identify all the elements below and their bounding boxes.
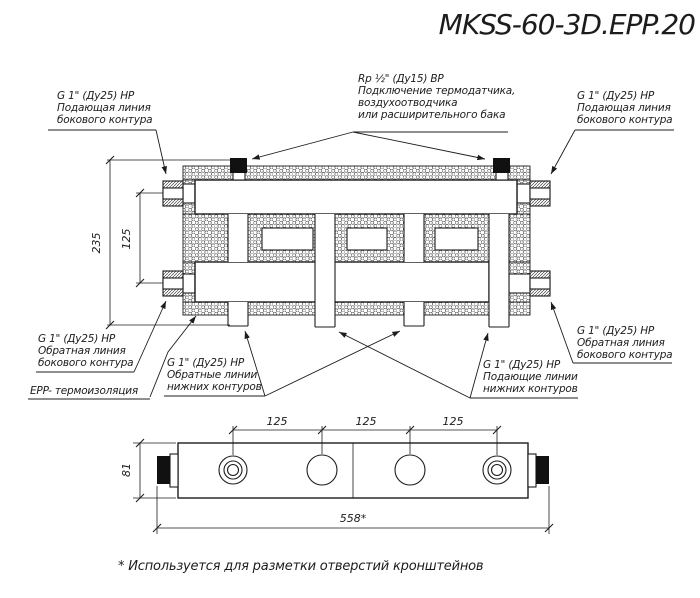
callout-leader: [338, 331, 471, 399]
plug-notch-left: [232, 171, 246, 181]
port-circle-4: [482, 455, 512, 485]
nipple-upper-right: [529, 180, 551, 207]
callout-sensor-port: Rp ½" (Ду15) ВР Подключение термодатчика…: [251, 73, 515, 161]
callout-text: воздухоотводчика: [358, 97, 457, 109]
callout-text: G 1" (Ду25) НР: [38, 333, 116, 345]
port-circle-2: [306, 454, 338, 486]
callout-text: Подключение термодатчика,: [358, 85, 515, 97]
callout-text: Подающая линия: [57, 102, 151, 114]
dim-port-spacing-3: 125: [443, 415, 464, 428]
step-upper-left: [182, 183, 196, 204]
callout-leader: [133, 300, 167, 373]
end-cap-right: [536, 456, 549, 484]
callout-leader: [264, 330, 401, 397]
channel-right: [403, 214, 425, 262]
bottom-pipe-2: [488, 214, 510, 328]
callout-leader: [550, 301, 574, 364]
callout-text: Обратная линия: [38, 345, 126, 357]
callout-text: G 1" (Ду25) НР: [167, 357, 245, 369]
step-lower-left: [182, 273, 196, 294]
callout-text: G 1" (Ду25) НР: [577, 325, 655, 337]
callout-text: бокового контура: [38, 357, 133, 369]
dim-port-spacing-2: 125: [356, 415, 377, 428]
callout-leader: [155, 129, 167, 175]
dim-overall-length: 558*: [340, 512, 367, 525]
callout-leader: [149, 315, 197, 398]
channel-left: [227, 214, 249, 262]
bottom-stub-1: [227, 302, 249, 327]
step-lower-right: [508, 273, 531, 294]
callout-lower-supply: G 1" (Ду25) НР Подающие линии нижних кон…: [338, 331, 578, 399]
callout-text: G 1" (Ду25) НР: [57, 90, 135, 102]
callout-leader: [251, 131, 354, 160]
callout-side-supply-left: G 1" (Ду25) НР Подающая линия бокового к…: [48, 90, 167, 175]
end-step-left: [169, 453, 179, 488]
callout-text: бокового контура: [577, 114, 672, 126]
nipple-lower-left: [162, 270, 184, 297]
dim-side-port-spacing: 125: [120, 229, 133, 250]
insulation-window-2: [346, 227, 388, 251]
callout-text: нижних контуров: [483, 383, 578, 395]
callout-text: EPP- термоизоляция: [30, 385, 138, 397]
callout-leader: [550, 129, 576, 175]
callout-side-return-left: G 1" (Ду25) НР Обратная линия бокового к…: [36, 300, 167, 373]
callout-text: или расширительного бака: [358, 109, 505, 121]
sensor-plug-right: [493, 158, 510, 173]
callout-text: нижних контуров: [167, 381, 262, 393]
callout-text: Rp ½" (Ду15) ВР: [358, 73, 444, 85]
bottom-view-dimensions: 125 125 125 81 558*: [120, 415, 554, 534]
callout-text: бокового контура: [577, 349, 672, 361]
bottom-view: [157, 442, 549, 499]
callout-lower-return: G 1" (Ду25) НР Обратные линии нижних кон…: [164, 330, 401, 397]
plug-notch-right: [495, 171, 509, 181]
dim-body-height: 81: [120, 463, 133, 477]
front-view-dimensions: 235 125: [90, 155, 230, 330]
drawing-title: MKSS-60-3D.EPP.20: [439, 8, 696, 41]
dim-overall-height: 235: [90, 233, 103, 254]
callout-side-supply-right: G 1" (Ду25) НР Подающая линия бокового к…: [550, 90, 674, 175]
callout-text: Подающие линии: [483, 371, 578, 383]
sensor-plug-left: [230, 158, 247, 173]
callout-text: G 1" (Ду25) НР: [483, 359, 561, 371]
upper-barrel: [194, 179, 518, 215]
footnote: * Используется для разметки отверстий кр…: [118, 559, 483, 574]
port-circle-3: [394, 454, 426, 486]
lower-barrel: [194, 261, 490, 303]
callout-text: Подающая линия: [577, 102, 671, 114]
callout-leader: [352, 131, 486, 161]
callout-leader: [244, 330, 266, 397]
bottom-stub-2: [403, 302, 425, 327]
callout-text: бокового контура: [57, 114, 152, 126]
insulation-window-3: [434, 227, 479, 251]
nipple-lower-right: [529, 270, 551, 297]
end-cap-left: [157, 456, 170, 484]
dim-port-spacing-1: 125: [267, 415, 288, 428]
callout-side-return-right: G 1" (Ду25) НР Обратная линия бокового к…: [550, 301, 673, 364]
front-view: [162, 158, 551, 328]
callout-insulation: EPP- термоизоляция: [28, 315, 197, 400]
end-step-right: [527, 453, 537, 488]
callout-text: Обратные линии: [167, 369, 258, 381]
callout-text: Обратная линия: [577, 337, 665, 349]
bottom-pipe-1: [314, 214, 336, 328]
callout-leader: [469, 332, 489, 399]
step-upper-right: [516, 183, 531, 204]
insulation-window-1: [261, 227, 314, 251]
nipple-upper-left: [162, 180, 184, 207]
port-circle-1: [218, 455, 248, 485]
callout-text: G 1" (Ду25) НР: [577, 90, 655, 102]
